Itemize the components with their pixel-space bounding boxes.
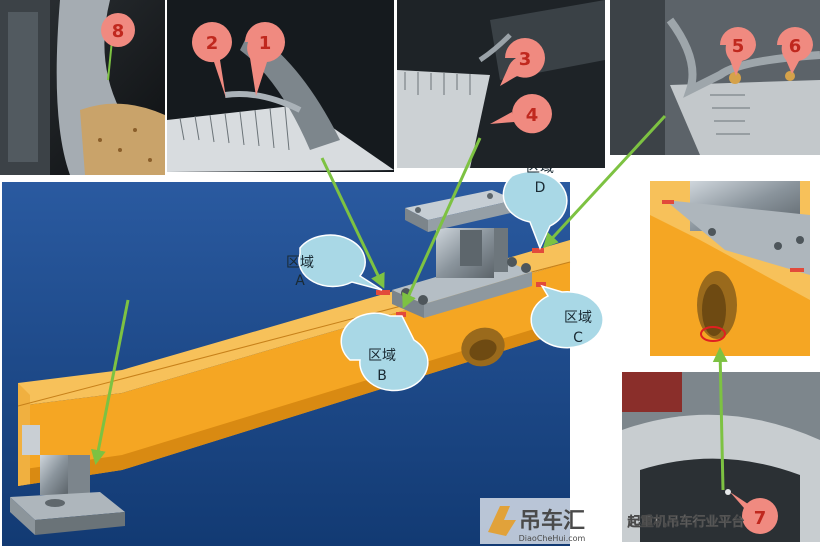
support-bearing-block	[392, 190, 532, 318]
marker-5: 5	[720, 27, 756, 76]
zone-a-marker	[376, 290, 390, 295]
marker-2: 2	[191, 22, 232, 98]
beam-front-face	[18, 262, 570, 486]
arrow-photo34-to-zone-b	[402, 137, 482, 309]
watermark-domain: DiaoCheHui.com	[519, 534, 586, 543]
zone-c-marker	[536, 282, 546, 287]
marker-7-label: 7	[754, 508, 767, 529]
marker-5-label: 5	[732, 36, 745, 57]
marker-1: 1	[245, 22, 286, 96]
photo-panel-5-6	[610, 0, 820, 155]
marker-3: 3	[500, 38, 545, 86]
detail-defect-circle	[700, 326, 726, 342]
watermark-brand: 吊车汇	[519, 508, 585, 534]
watermark-slogan: 起重机吊车行业平台	[626, 514, 744, 530]
zone-b-marker	[396, 312, 406, 317]
zone-c-label-line1: 区域	[564, 310, 592, 326]
zone-a-label-line1: 区域	[286, 255, 314, 271]
zone-c-label-line2: C	[573, 330, 583, 346]
zone-d-marker	[532, 248, 544, 253]
zone-b-callout: 区域 B	[340, 312, 429, 392]
arrow-photo12-to-zone-a	[320, 157, 385, 289]
arrow-photo56-to-zone-d	[542, 114, 667, 249]
zone-a-callout: 区域 A	[286, 234, 383, 291]
marker-1-label: 1	[259, 33, 272, 54]
zone-a-label-line2: A	[295, 273, 305, 289]
zone-d-label-line2: D	[535, 180, 546, 196]
zone-b-label-line1: 区域	[368, 348, 396, 364]
marker-6: 6	[777, 27, 813, 74]
left-support-leg	[10, 455, 125, 535]
marker-8-label: 8	[112, 21, 125, 42]
marker-2-label: 2	[206, 33, 219, 54]
zone-b-label-line2: B	[377, 368, 387, 384]
zone-c-callout: 区域 C	[530, 284, 604, 349]
marker-4-label: 4	[526, 105, 539, 126]
marker-7: 7	[730, 492, 778, 534]
marker-8: 8	[101, 13, 135, 47]
beam-detail-panel	[650, 181, 810, 356]
pointer-arrows	[90, 114, 728, 491]
main-model-panel: 区域 A 区域 B 区域 C 区域 D	[2, 160, 604, 546]
arrow-photo7-to-detail	[712, 347, 728, 491]
watermark: 吊车汇 DiaoCheHui.com 起重机吊车行业平台	[480, 498, 745, 544]
marker-3-label: 3	[519, 49, 532, 70]
marker-6-label: 6	[789, 36, 802, 57]
arrow-photo8-to-beam-end	[90, 299, 130, 465]
crane-logo-icon	[488, 506, 516, 536]
marker-4: 4	[490, 94, 552, 134]
photo-panel-8	[0, 0, 165, 175]
